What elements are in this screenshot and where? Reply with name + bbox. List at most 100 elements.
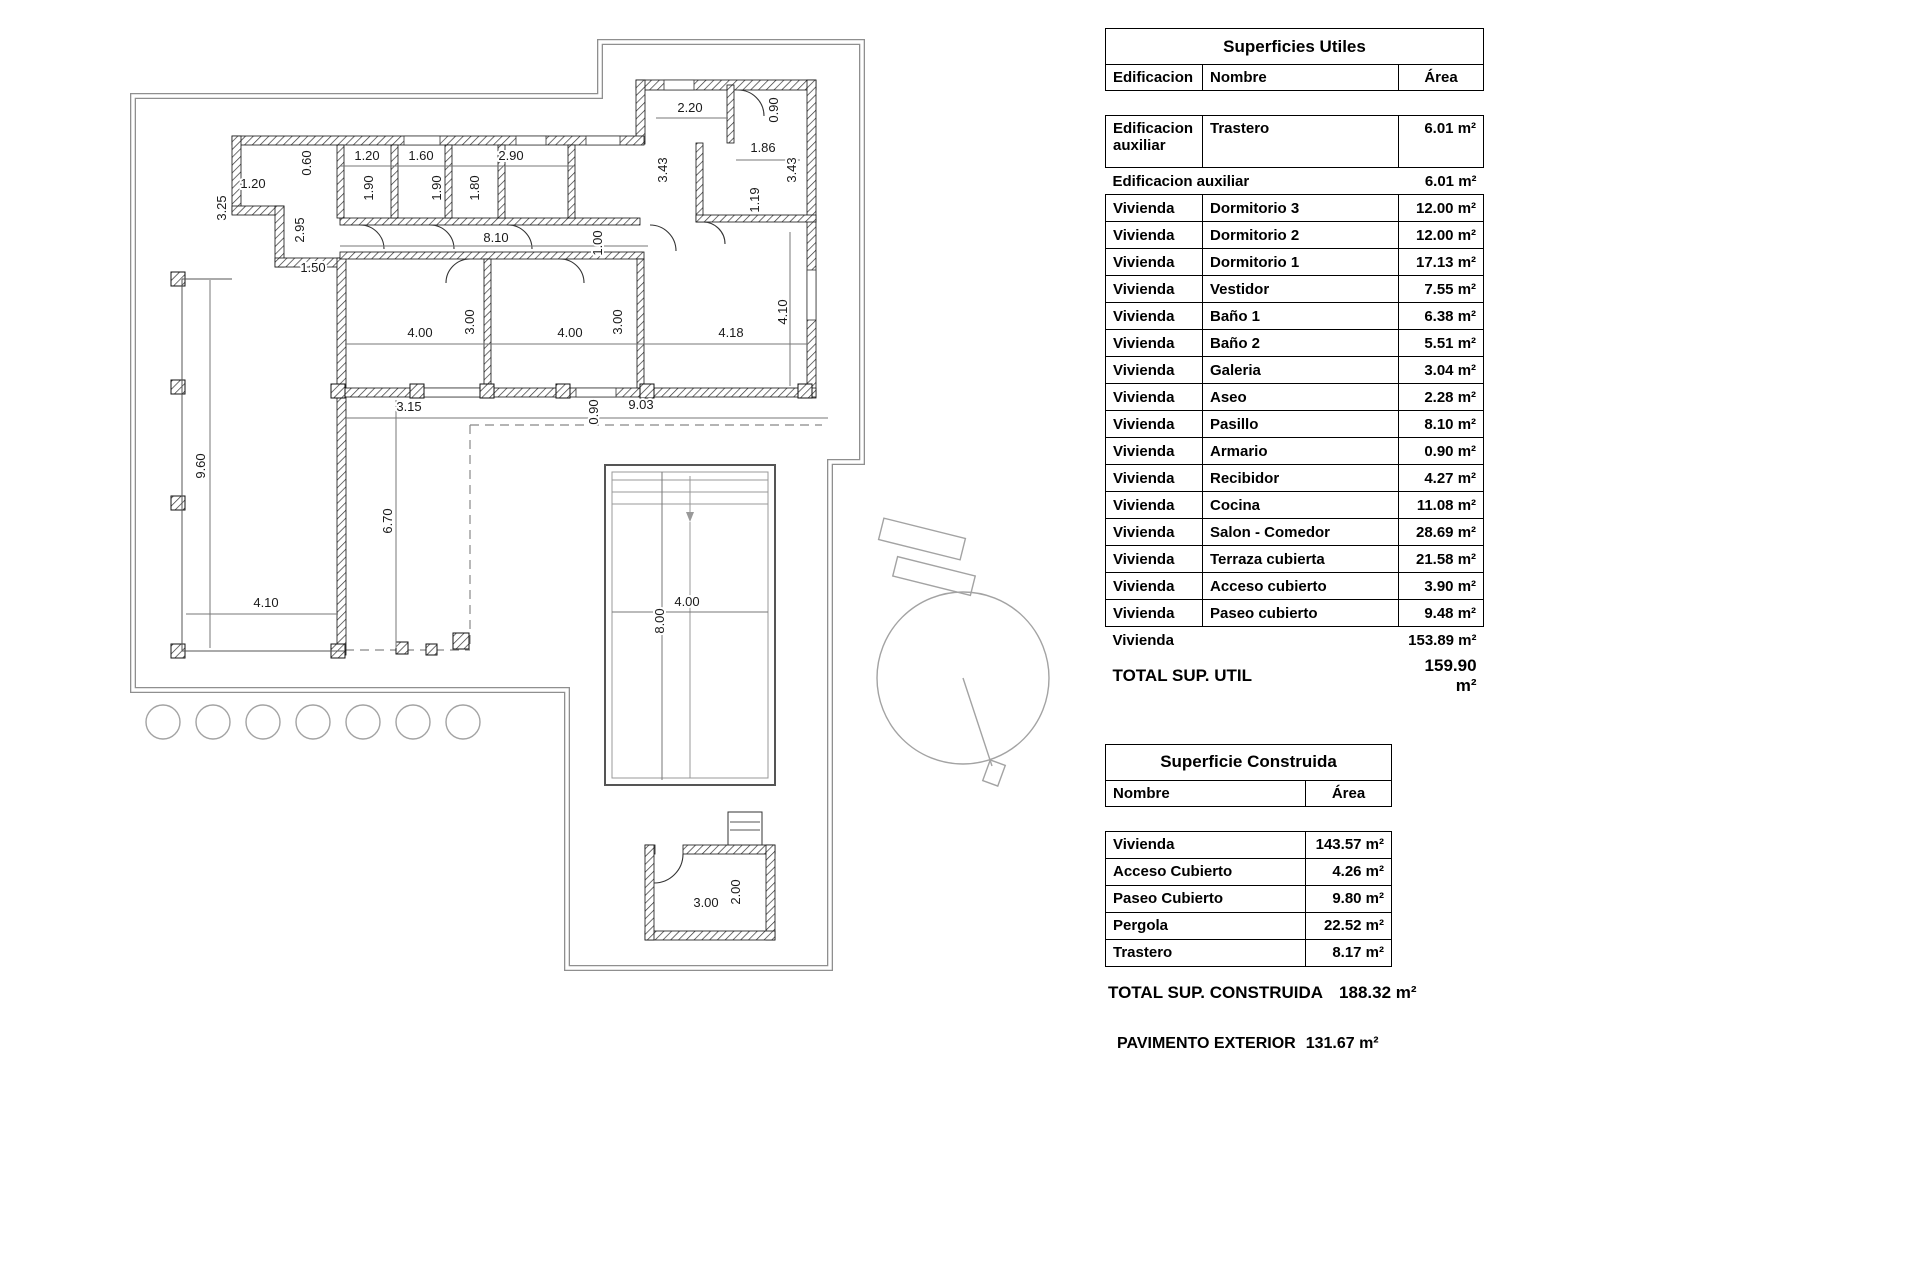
aux-subtotal-row: Edificacion auxiliar 6.01 m²	[1106, 168, 1484, 195]
cell-nombre: Terraza cubierta	[1202, 545, 1399, 573]
pavimento-label: PAVIMENTO EXTERIOR	[1117, 1034, 1296, 1052]
cell-edificacion: Vivienda	[1105, 437, 1203, 465]
cell-edificacion: Vivienda	[1105, 572, 1203, 600]
superficies-utiles-table: Superficies Utiles Edificacion Nombre Ár…	[1104, 28, 1485, 698]
superficie-construida-table: Superficie Construida Nombre Área Vivien…	[1104, 743, 1393, 967]
dimension-label: 3.15	[396, 399, 421, 414]
dimension-label: 1.20	[240, 176, 265, 191]
total-sup-util-row: TOTAL SUP. UTIL 159.90 m²	[1106, 654, 1484, 698]
cell-nombre: Dormitorio 3	[1202, 194, 1399, 222]
dimension-label: 4.00	[557, 325, 582, 340]
cell-area: 2.28 m²	[1397, 383, 1485, 411]
dimension-label: 3.00	[610, 309, 625, 334]
subtotal-value: 6.01 m²	[1424, 172, 1477, 190]
dimension-label: 4.00	[407, 325, 432, 340]
col-header-area: Área	[1304, 779, 1393, 807]
col-header-edificacion: Edificacion	[1105, 64, 1203, 91]
cell-nombre: Salon - Comedor	[1202, 518, 1399, 546]
dimension-label: 6.70	[380, 508, 395, 533]
cell-nombre: Armario	[1202, 437, 1399, 465]
col-header-area: Área	[1397, 64, 1485, 91]
dimension-label: 1.90	[429, 175, 444, 200]
cell-edificacion: Vivienda	[1105, 329, 1203, 357]
pavimento-exterior: PAVIMENTO EXTERIOR 131.67 m²	[1105, 1035, 1483, 1053]
dimension-label: 2.00	[728, 879, 743, 904]
dimension-label: 3.00	[462, 309, 477, 334]
cell-area: 3.04 m²	[1397, 356, 1485, 384]
cell-edificacion: Vivienda	[1105, 275, 1203, 303]
outbuilding	[644, 811, 776, 941]
dimension-label: 4.18	[718, 325, 743, 340]
dimension-label: 1.80	[467, 175, 482, 200]
total-label: TOTAL SUP. UTIL	[1112, 665, 1252, 685]
dimension-label: 1.20	[354, 148, 379, 163]
cell-area: 8.10 m²	[1397, 410, 1485, 438]
dimension-label: 3.43	[655, 157, 670, 182]
cell-edificacion: Vivienda	[1105, 599, 1203, 627]
property-boundary	[130, 39, 865, 971]
dimension-label: 3.25	[214, 195, 229, 220]
shrub-row	[145, 704, 481, 740]
dimension-label: 8.00	[652, 608, 667, 633]
cell-area: 21.58 m²	[1397, 545, 1485, 573]
table-header: Nombre Área	[1105, 779, 1393, 807]
cell-edificacion: Vivienda	[1105, 194, 1203, 222]
cell-area: 143.57 m²	[1304, 830, 1393, 859]
table-title: Superficies Utiles	[1104, 28, 1485, 65]
dimension-label: 3.00	[693, 895, 718, 910]
cell-area: 12.00 m²	[1397, 194, 1485, 222]
total-value: 159.90 m²	[1424, 655, 1477, 695]
spacer-row	[1106, 806, 1392, 831]
cell-area: 9.80 m²	[1304, 884, 1393, 913]
cell-nombre: Dormitorio 2	[1202, 221, 1399, 249]
dimension-label: 1.60	[408, 148, 433, 163]
cell-area: 7.55 m²	[1397, 275, 1485, 303]
cell-area: 17.13 m²	[1397, 248, 1485, 276]
dimension-label: 2.90	[498, 148, 523, 163]
cell-area: 22.52 m²	[1304, 911, 1393, 940]
cell-nombre: Paseo cubierto	[1202, 599, 1399, 627]
cell-edificacion: Vivienda	[1105, 248, 1203, 276]
superficies-utiles-title: Superficies Utiles	[1104, 28, 1485, 65]
dimension-label: 3.43	[784, 157, 799, 182]
cell-nombre: Cocina	[1202, 491, 1399, 519]
cell-area: 6.01 m²	[1397, 115, 1485, 168]
dimension-label: 1.86	[750, 140, 775, 155]
subtotal-label: Edificacion auxiliar	[1112, 172, 1250, 190]
columns	[170, 271, 813, 659]
cell-nombre: Trastero	[1202, 115, 1399, 168]
cell-nombre: Baño 1	[1202, 302, 1399, 330]
swimming-pool	[604, 464, 776, 786]
pavimento-value: 131.67 m²	[1305, 1034, 1379, 1052]
cell-area: 11.08 m²	[1397, 491, 1485, 519]
cell-nombre: Dormitorio 1	[1202, 248, 1399, 276]
dimension-label: 4.10	[775, 299, 790, 324]
cell-area: 5.51 m²	[1397, 329, 1485, 357]
dimension-label: 9.03	[628, 397, 653, 412]
dimension-label: 1.00	[590, 230, 605, 255]
cell-edificacion: Vivienda	[1105, 356, 1203, 384]
tree-icon	[876, 591, 1050, 787]
cell-area: 6.38 m²	[1397, 302, 1485, 330]
walkway-edges	[181, 278, 345, 652]
cell-nombre: Pasillo	[1202, 410, 1399, 438]
dimension-label: 9.60	[193, 453, 208, 478]
